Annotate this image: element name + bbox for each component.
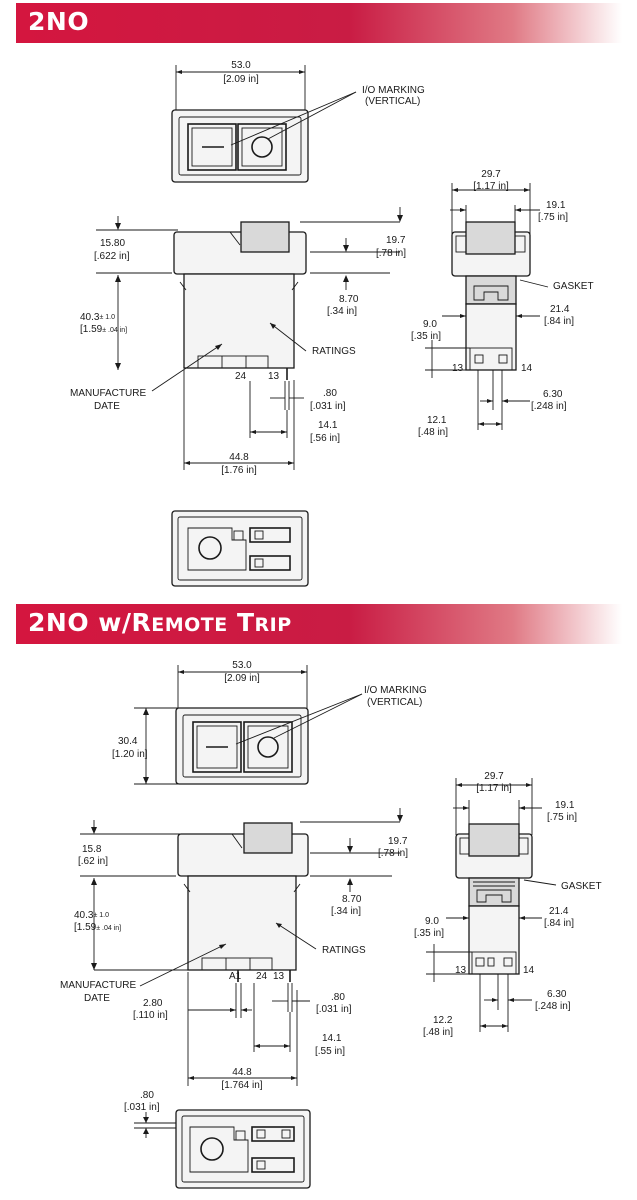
section-banner-2no: 2NO — [16, 3, 622, 43]
drawing-2no-remote-trip: 53.0 [2.09 in] 30.4 [1.20 in] I/O MARKIN… — [60, 660, 602, 1189]
dim-end-width: 29.7 — [481, 169, 501, 180]
side-view: 15.80 [.622 in] 40.3± 1.0 [1.59± .04 in]… — [70, 207, 406, 476]
drawing-2no: 53.0 [2.09 in] I/O MARKING (VERTICAL) 15… — [70, 60, 594, 587]
dim-end-actuator: 19.1 — [555, 800, 575, 811]
section-title: 2NO w/REMOTE TRIP — [28, 608, 292, 637]
dim-a1-offset-in: [.110 in] — [133, 1010, 168, 1021]
dim-body-height-in: [1.59± .04 in] — [80, 324, 127, 335]
dim-height: 30.4 — [118, 736, 138, 747]
dim-tab-width-in: [.031 in] — [310, 401, 346, 412]
dim-tab-spacing: 14.1 — [322, 1033, 342, 1044]
dim-tab-spacing-in: [.56 in] — [310, 433, 340, 444]
dim-width-in: [2.09 in] — [223, 74, 259, 85]
dim-terminal-height: 9.0 — [423, 319, 437, 330]
dim-height-in: [1.20 in] — [112, 749, 148, 760]
dim-terminal-height-in: [.35 in] — [414, 928, 444, 939]
dim-body-height-in: [1.59± .04 in] — [74, 922, 121, 933]
label-gasket: GASKET — [553, 281, 594, 292]
dim-end-width-in: [1.17 in] — [476, 783, 512, 794]
section-title: 2NO — [28, 7, 90, 36]
dim-top-height-in: [.622 in] — [94, 251, 130, 262]
dim-top-height-in: [.62 in] — [78, 856, 108, 867]
dim-pitch: 6.30 — [547, 989, 567, 1000]
dim-depth-in: [1.76 in] — [221, 465, 257, 476]
dim-flange: 8.70 — [342, 894, 362, 905]
side-view: 15.8 [.62 in] 40.3± 1.0 [1.59± .04 in] 1… — [60, 808, 408, 1091]
dim-end-actuator: 19.1 — [546, 200, 566, 211]
front-view: 53.0 [2.09 in] I/O MARKING (VERTICAL) — [171, 60, 425, 183]
dim-a1-offset: 2.80 — [143, 998, 163, 1009]
dim-top-height: 15.8 — [82, 844, 102, 855]
dim-body-height: 40.3± 1.0 — [80, 312, 115, 323]
end-terminal-14: 14 — [521, 363, 533, 374]
dim-width: 53.0 — [232, 660, 252, 671]
label-gasket: GASKET — [561, 881, 602, 892]
dim-actuator-height: 19.7 — [388, 836, 408, 847]
dim-body-height: 40.3± 1.0 — [74, 910, 109, 921]
label-manufacture: MANUFACTURE — [70, 388, 146, 399]
terminal-24: 24 — [256, 971, 268, 982]
label-io-vertical: (VERTICAL) — [365, 96, 420, 107]
dim-bottom-tab-in: [.031 in] — [124, 1102, 160, 1113]
front-view: 53.0 [2.09 in] 30.4 [1.20 in] I/O MARKIN… — [112, 660, 427, 785]
dim-end-body-width: 21.4 — [550, 304, 570, 315]
label-date: DATE — [84, 993, 110, 1004]
dim-span: 12.1 — [427, 415, 447, 426]
dim-terminal-height: 9.0 — [425, 916, 439, 927]
end-terminal-13: 13 — [455, 965, 467, 976]
dim-end-body-width-in: [.84 in] — [544, 918, 574, 929]
end-view: 29.7 [1.17 in] 19.1 [.75 in] GASKET 21.4… — [414, 771, 602, 1038]
dim-actuator-height: 19.7 — [386, 235, 406, 246]
dim-actuator-height-in: [.78 in] — [376, 248, 406, 259]
dim-flange-in: [.34 in] — [331, 906, 361, 917]
dim-width-in: [2.09 in] — [224, 673, 260, 684]
section-banner-2no-remote-trip: 2NO w/REMOTE TRIP — [16, 604, 622, 644]
dim-flange-in: [.34 in] — [327, 306, 357, 317]
dim-end-body-width-in: [.84 in] — [544, 316, 574, 327]
dim-depth: 44.8 — [229, 452, 249, 463]
label-io-marking: I/O MARKING — [364, 685, 427, 696]
end-terminal-14: 14 — [523, 965, 535, 976]
label-io-marking: I/O MARKING — [362, 85, 425, 96]
dim-tab-width: .80 — [331, 992, 345, 1003]
bottom-view: .80 [.031 in] — [124, 1090, 311, 1189]
dim-width: 53.0 — [231, 60, 251, 71]
terminal-a1: A1 — [229, 971, 242, 982]
dim-pitch-in: [.248 in] — [531, 401, 567, 412]
terminal-13: 13 — [273, 971, 285, 982]
terminal-24: 24 — [235, 371, 247, 382]
label-date: DATE — [94, 401, 120, 412]
dim-actuator-height-in: [.78 in] — [378, 848, 408, 859]
dim-end-actuator-in: [.75 in] — [547, 812, 577, 823]
end-terminal-13: 13 — [452, 363, 464, 374]
dim-terminal-height-in: [.35 in] — [411, 331, 441, 342]
dim-depth: 44.8 — [232, 1067, 252, 1078]
dim-span-in: [.48 in] — [418, 427, 448, 438]
dim-bottom-tab: .80 — [140, 1090, 154, 1101]
label-manufacture: MANUFACTURE — [60, 980, 136, 991]
terminal-13: 13 — [268, 371, 280, 382]
dim-tab-width-in: [.031 in] — [316, 1004, 352, 1015]
label-io-vertical: (VERTICAL) — [367, 697, 422, 708]
dim-tab-spacing: 14.1 — [318, 420, 338, 431]
dim-end-body-width: 21.4 — [549, 906, 569, 917]
label-ratings: RATINGS — [322, 945, 366, 956]
dim-end-actuator-in: [.75 in] — [538, 212, 568, 223]
dim-pitch-in: [.248 in] — [535, 1001, 571, 1012]
dim-top-height: 15.80 — [100, 238, 125, 249]
dim-end-width-in: [1.17 in] — [473, 181, 509, 192]
dim-span: 12.2 — [433, 1015, 453, 1026]
dim-tab-spacing-in: [.55 in] — [315, 1046, 345, 1057]
bottom-view — [171, 510, 309, 587]
dim-depth-in: [1.764 in] — [221, 1080, 262, 1091]
end-view: 29.7 [1.17 in] 19.1 [.75 in] GASKET 21.4… — [411, 169, 594, 438]
dim-tab-width: .80 — [323, 388, 337, 399]
dim-span-in: [.48 in] — [423, 1027, 453, 1038]
dim-pitch: 6.30 — [543, 389, 563, 400]
label-ratings: RATINGS — [312, 346, 356, 357]
dim-end-width: 29.7 — [484, 771, 504, 782]
dim-flange: 8.70 — [339, 294, 359, 305]
